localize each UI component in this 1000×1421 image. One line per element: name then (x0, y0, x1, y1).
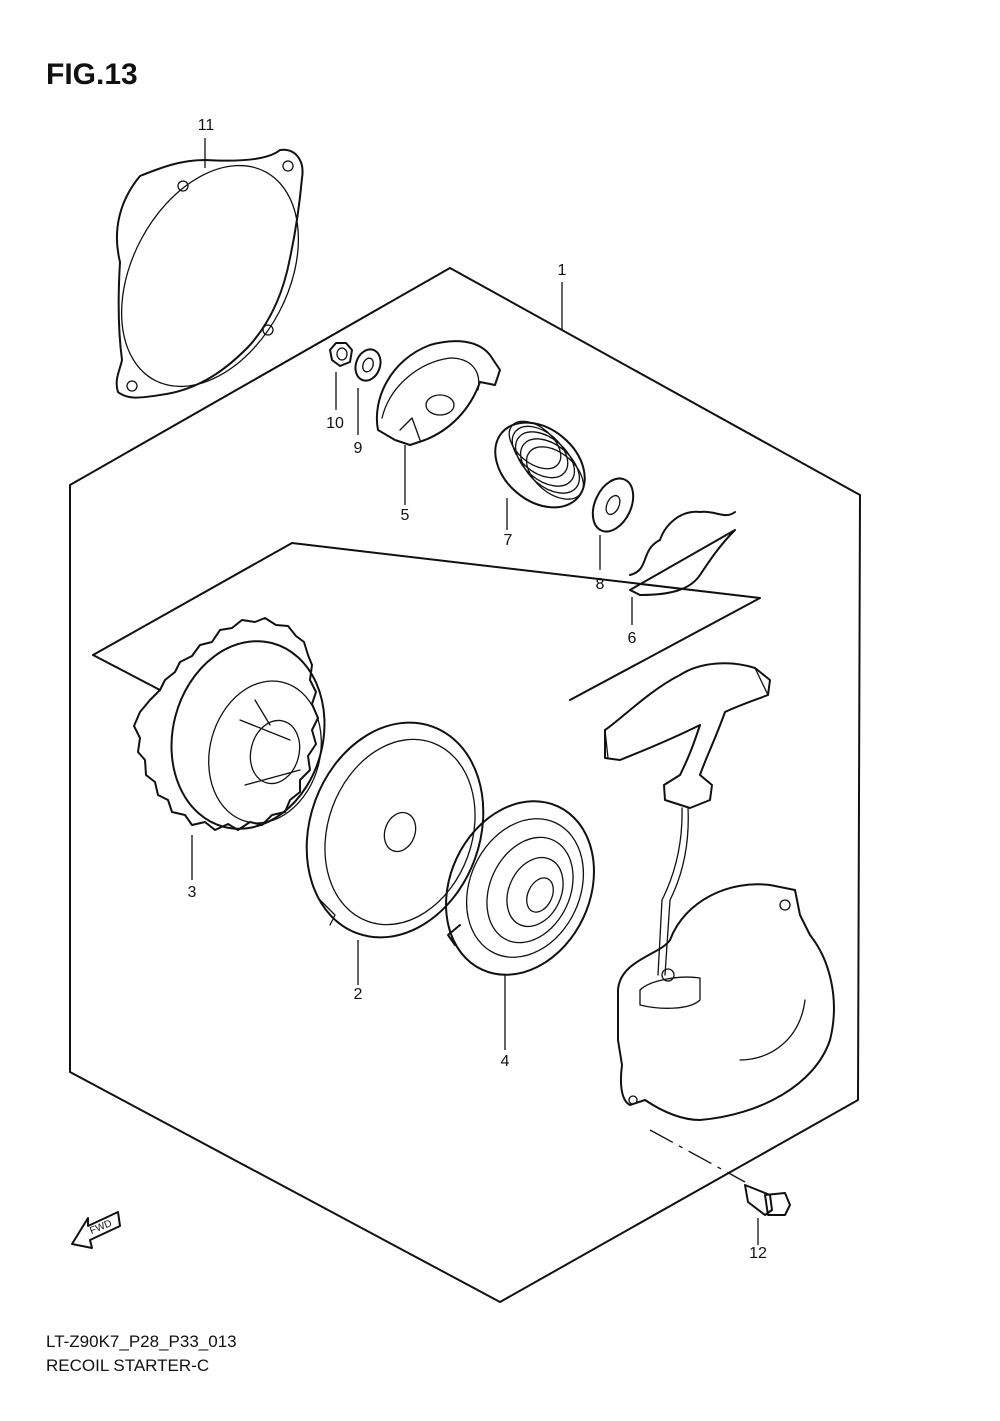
fwd-arrow-icon (71, 1211, 121, 1249)
part-3-drive-gear (133, 617, 326, 880)
diagram-code: LT-Z90K7_P28_P33_013 (46, 1332, 237, 1351)
callout-9: 9 (353, 440, 363, 457)
part-10-nut (329, 342, 353, 410)
callout-5: 5 (400, 507, 410, 524)
part-6-friction-spring (629, 510, 736, 625)
callout-2: 2 (353, 986, 363, 1003)
callout-7: 7 (503, 532, 513, 549)
diagram-caption: RECOIL STARTER-C (46, 1356, 210, 1375)
part-9-washer (354, 348, 382, 435)
callout-12: 12 (749, 1245, 767, 1262)
figure-title: FIG.13 (46, 58, 138, 91)
part-7-return-spring (494, 420, 586, 530)
starter-handle (604, 662, 771, 976)
callout-10: 10 (326, 415, 344, 432)
subassembly-dashed-outline (92, 542, 761, 701)
part-12-bolt (649, 1129, 791, 1245)
callout-4: 4 (500, 1053, 510, 1070)
callout-8: 8 (595, 576, 605, 593)
callout-1: 1 (557, 262, 567, 279)
part-4-recoil-spring (445, 800, 595, 1050)
part-2-reel (305, 721, 485, 985)
part-11-gasket (115, 138, 304, 399)
callout-11: 11 (197, 117, 215, 134)
assembly-outline (69, 267, 861, 1303)
starter-case (617, 883, 835, 1121)
part-8-washer (591, 477, 635, 570)
callout-6: 6 (627, 630, 637, 647)
callout-3: 3 (187, 884, 197, 901)
part-5-ratchet-guide (375, 340, 501, 505)
